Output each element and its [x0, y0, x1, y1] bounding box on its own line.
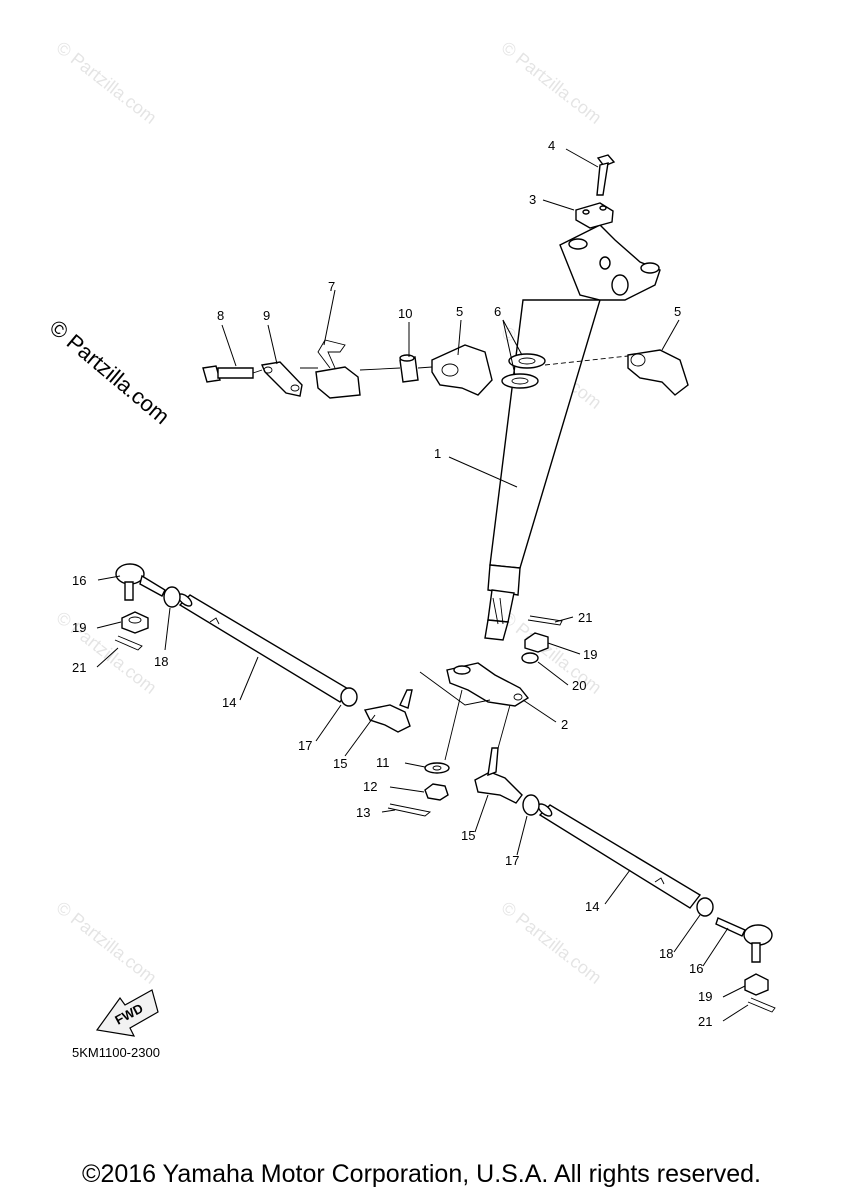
- part-steering-column: [484, 224, 661, 641]
- callout-21: 21: [578, 610, 592, 625]
- callout-12: 12: [363, 779, 377, 794]
- part-outer-end-right: [715, 917, 773, 963]
- part-clamp-bracket: [575, 202, 614, 229]
- copyright-notice: ©2016 Yamaha Motor Corporation, U.S.A. A…: [82, 1160, 761, 1188]
- callout-19: 19: [72, 620, 86, 635]
- part-washer-11: [424, 762, 450, 774]
- watermark-text-bold: © Partzilla.com: [45, 315, 175, 429]
- callout-17: 17: [505, 853, 519, 868]
- watermark-text: © Partzilla.com: [53, 37, 161, 127]
- callout-20: 20: [572, 678, 586, 693]
- callout-15: 15: [333, 756, 347, 771]
- callout-19: 19: [698, 989, 712, 1004]
- callout-3: 3: [529, 192, 536, 207]
- callout-18: 18: [154, 654, 168, 669]
- part-nut-19-mid: [524, 632, 549, 653]
- part-nut-17-right: [522, 794, 540, 816]
- part-bolt-8: [202, 365, 254, 383]
- callout-11: 11: [376, 755, 390, 770]
- callout-5: 5: [674, 304, 681, 319]
- part-nut-17-left: [340, 687, 358, 707]
- part-nut-19-left: [121, 611, 149, 634]
- callout-19: 19: [583, 647, 597, 662]
- part-tie-rod-end-right: [474, 747, 523, 804]
- part-nut-19-right: [744, 973, 769, 996]
- callout-16: 16: [689, 961, 703, 976]
- callout-18: 18: [659, 946, 673, 961]
- part-tie-rod-right: [537, 803, 702, 909]
- part-link-9: [261, 361, 303, 397]
- diagram-code: 5KM1100-2300: [72, 1045, 160, 1060]
- callout-14: 14: [222, 695, 236, 710]
- part-cotter-21-right: [747, 997, 776, 1013]
- part-pitman-arm: [419, 662, 530, 707]
- part-bushing-holder-right: [627, 349, 689, 396]
- part-nut-12: [424, 783, 449, 801]
- leader-lines: [96, 148, 749, 1022]
- part-cotter-21-mid: [527, 615, 563, 626]
- callout-4: 4: [548, 138, 555, 153]
- callout-14: 14: [585, 899, 599, 914]
- part-collar-10: [399, 354, 419, 383]
- part-pin-13: [387, 803, 432, 817]
- callout-21: 21: [72, 660, 86, 675]
- callout-16: 16: [72, 573, 86, 588]
- part-bushings: [501, 353, 546, 389]
- callout-7: 7: [328, 279, 335, 294]
- callout-labels: 1 2 3 4 5 5 6 7 8 9 10 11 12 13 14 14 15…: [72, 138, 712, 1029]
- part-bolt-top: [596, 154, 616, 196]
- guide-line: [444, 689, 463, 761]
- callout-10: 10: [398, 306, 412, 321]
- callout-17: 17: [298, 738, 312, 753]
- callout-15: 15: [461, 828, 475, 843]
- part-tie-rod-left: [177, 593, 352, 703]
- callout-2: 2: [561, 717, 568, 732]
- watermark-text: © Partzilla.com: [498, 37, 606, 127]
- callout-5: 5: [456, 304, 463, 319]
- callout-21: 21: [698, 1014, 712, 1029]
- part-nut-18-left: [163, 586, 181, 608]
- callout-13: 13: [356, 805, 370, 820]
- callout-1: 1: [434, 446, 441, 461]
- callout-8: 8: [217, 308, 224, 323]
- part-tie-rod-end-left: [363, 689, 413, 733]
- part-plate-7: [315, 339, 361, 399]
- callout-9: 9: [263, 308, 270, 323]
- assembly-guides: [252, 355, 629, 374]
- part-cotter-21-left: [114, 635, 143, 651]
- part-washer-20: [521, 652, 539, 664]
- watermark-text: © Partzilla.com: [53, 897, 161, 987]
- callout-6: 6: [494, 304, 501, 319]
- fwd-arrow-icon: FWD: [95, 989, 159, 1037]
- part-bushing-holder-left: [431, 344, 493, 396]
- part-outer-end-left: [115, 563, 166, 601]
- part-nut-18-right: [696, 897, 714, 917]
